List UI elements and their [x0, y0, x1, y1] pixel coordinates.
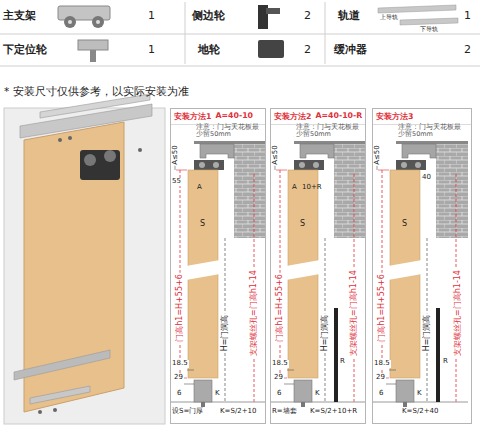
main-bracket-icon	[58, 6, 110, 28]
dimension-label: 6	[378, 390, 384, 398]
dimension-label: 1	[464, 10, 471, 22]
dimension-label: R	[443, 358, 448, 366]
dimension-formula: H=门洞高	[221, 314, 230, 353]
panel-header: 安装方法1 A=40-10	[171, 109, 265, 125]
dimension-label: 18.5	[373, 360, 391, 368]
method-panel: 安装方法3	[372, 108, 472, 424]
dimension-label: K	[215, 390, 220, 398]
dimension-formula: 门高h1=H+55+6	[176, 273, 185, 343]
dimension-label: * 安装尺寸仅供参考，以实际安装为准	[4, 86, 189, 98]
dimension-formula: H=门洞高	[321, 314, 330, 353]
part-name: 下定位轮	[3, 44, 47, 56]
part-name: 缓冲器	[334, 44, 367, 56]
dimension-label: 1	[148, 10, 155, 22]
side-wheel-icon	[258, 5, 280, 29]
dimension-label: 18.5	[271, 360, 289, 368]
dimension-label: S	[200, 220, 205, 229]
dimension-formula: 支架螺丝孔=门高h1-14	[454, 269, 463, 357]
part-name: 主支架	[3, 10, 36, 22]
part-name: 轨道	[338, 10, 360, 22]
dimension-label: 6	[276, 390, 282, 398]
panel-title: 安装方法3	[376, 111, 413, 122]
panel-header: 安装方法2 A=40-10-R	[271, 109, 365, 125]
install-section	[170, 141, 468, 407]
dimension-formula: 门高h1=H+55+6	[378, 273, 387, 343]
note-text: 注意：门与天花板最少留50mm	[398, 124, 466, 138]
dimension-label: 2	[304, 44, 311, 56]
dimension-label: 29	[273, 374, 284, 382]
dimension-label: 40	[422, 174, 431, 182]
part-name: 地轮	[198, 44, 220, 56]
dimension-label: K=S/2+10+R	[310, 408, 357, 416]
lower-guide-icon	[78, 40, 108, 62]
method-panel: 安装方法2 A=40-10-R	[270, 108, 366, 424]
dimension-formula: A≤50	[374, 144, 382, 166]
dimension-label: 29	[375, 374, 386, 382]
dimension-label: 上导轨	[380, 14, 398, 21]
dimension-label: 2	[464, 44, 471, 56]
dimension-label: 6	[176, 390, 182, 398]
dimension-label: 55	[171, 178, 182, 186]
panel-header: 安装方法3	[373, 109, 471, 125]
panel-title: A=40-10	[215, 111, 253, 122]
dimension-formula: H=门洞高	[423, 314, 432, 353]
panel-title: 安装方法2	[274, 111, 311, 122]
dimension-label: S	[300, 220, 305, 229]
dimension-label: 下导轨	[420, 26, 438, 33]
floor-wheel-icon	[258, 40, 284, 58]
dimension-label: A	[292, 184, 297, 192]
dimension-label: K=S/2+40	[402, 408, 438, 416]
part-name: 侧边轮	[192, 10, 225, 22]
dimension-label: S	[402, 220, 407, 229]
dimension-formula: A≤50	[172, 144, 180, 166]
dimension-label: R=墙套	[272, 408, 297, 416]
door-overview	[4, 94, 165, 424]
method-panel: 安装方法1 A=40-10	[170, 108, 266, 424]
panel-title: 安装方法1	[174, 111, 211, 122]
note-text: 注意：门与天花板最少留50mm	[196, 124, 264, 138]
dimension-label: 29	[173, 374, 184, 382]
dimension-label: K	[417, 390, 422, 398]
parts-table-grid	[0, 2, 480, 66]
dimension-formula: 支架螺丝孔=门高h1-14	[350, 269, 359, 357]
track-icon	[378, 5, 458, 25]
dimension-label: A	[197, 184, 202, 192]
dimension-label: 设S=门厚	[172, 408, 203, 416]
dimension-formula: 门高h1=H+55+6	[276, 273, 285, 343]
dimension-label: 1	[148, 44, 155, 56]
dimension-label: R	[340, 358, 345, 366]
dimension-label: K=S/2+10	[220, 408, 256, 416]
dimension-label: K	[315, 390, 320, 398]
dimension-label: 2	[304, 10, 311, 22]
dimension-formula: A≤50	[272, 144, 280, 166]
dimension-formula: 支架螺丝孔=门高h1-14	[250, 269, 259, 357]
panel-title: A=40-10-R	[315, 111, 362, 122]
dimension-label: 18.5	[171, 360, 189, 368]
note-text: 注意：门与天花板最少留50mm	[296, 124, 364, 138]
dimension-label: 10+R	[302, 184, 322, 192]
